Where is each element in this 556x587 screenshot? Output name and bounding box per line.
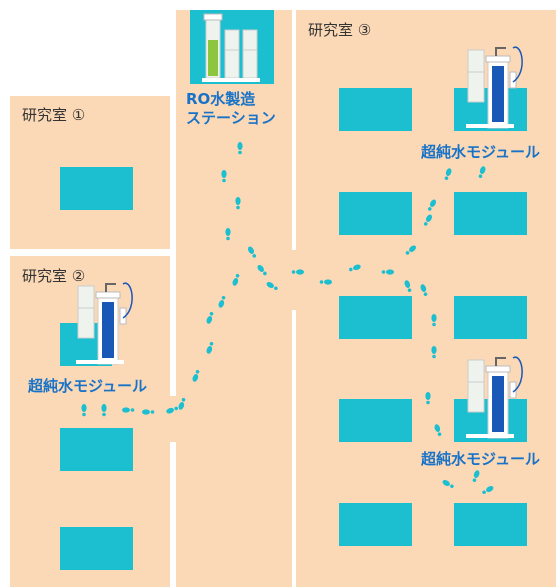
footprint-icon	[225, 228, 231, 241]
bench	[339, 192, 412, 235]
footprint-icon	[81, 404, 87, 417]
footprint-icon	[434, 424, 442, 437]
footprint-icon	[442, 479, 454, 489]
footprint-icon	[405, 245, 417, 255]
ro-station-label: RO水製造 ステーション	[186, 90, 276, 128]
footprint-icon	[423, 214, 433, 226]
footprint-icon	[427, 199, 437, 211]
bench	[454, 296, 527, 339]
footprint-icon	[192, 369, 200, 382]
footprint-icon	[122, 407, 135, 413]
bench	[60, 527, 133, 570]
bench	[339, 503, 412, 546]
footprint-icon	[142, 409, 155, 415]
ro-station-line1: RO水製造	[186, 90, 256, 108]
ultrapure-module-icon	[466, 46, 523, 129]
bench	[454, 192, 527, 235]
lab2-module-label: 超純水モジュール	[28, 377, 147, 395]
bench	[339, 296, 412, 339]
bench	[339, 88, 412, 131]
footprint-icon	[420, 284, 428, 297]
lab2-label: 研究室 ②	[22, 267, 86, 285]
footprint-icon	[348, 264, 361, 272]
lab3-door	[288, 250, 300, 310]
bench	[60, 167, 133, 210]
footprint-icon	[221, 170, 227, 183]
footprint-icon	[404, 280, 412, 293]
footprint-icon	[206, 341, 214, 354]
footprint-icon	[482, 485, 494, 495]
footprint-icon	[257, 264, 267, 276]
footprint-icon	[232, 273, 240, 286]
footprint-icon	[381, 269, 394, 275]
ultrapure-module-icon	[76, 282, 133, 365]
footprint-icon	[178, 397, 186, 410]
lab3-module-label-top: 超純水モジュール	[421, 143, 540, 161]
lab3-label: 研究室 ③	[308, 21, 372, 39]
bench	[454, 503, 527, 546]
footprint-icon	[237, 142, 243, 155]
footprint-icon	[235, 197, 241, 210]
corridor	[176, 10, 292, 587]
footprint-icon	[291, 269, 304, 275]
footprint-icon	[431, 314, 437, 327]
footprint-icon	[247, 246, 257, 258]
footprint-icon	[101, 404, 107, 417]
ultrapure-module-icon	[466, 356, 523, 439]
bench	[339, 399, 412, 442]
footprint-icon	[472, 470, 480, 483]
footprint-icon	[425, 392, 431, 405]
ro-station-icon	[190, 10, 274, 84]
lab1-label: 研究室 ①	[22, 106, 86, 124]
lab3-module-label-bottom: 超純水モジュール	[421, 450, 540, 468]
footprint-icon	[266, 281, 278, 291]
footprint-icon	[478, 166, 486, 179]
bench	[60, 428, 133, 471]
footprint-icon	[444, 168, 452, 181]
footprint-icon	[166, 406, 179, 414]
ro-station-line2: ステーション	[186, 109, 276, 127]
footprint-icon	[218, 295, 226, 308]
footprint-icon	[319, 279, 332, 285]
footprint-icon	[206, 311, 214, 324]
footprint-icon	[431, 346, 437, 359]
